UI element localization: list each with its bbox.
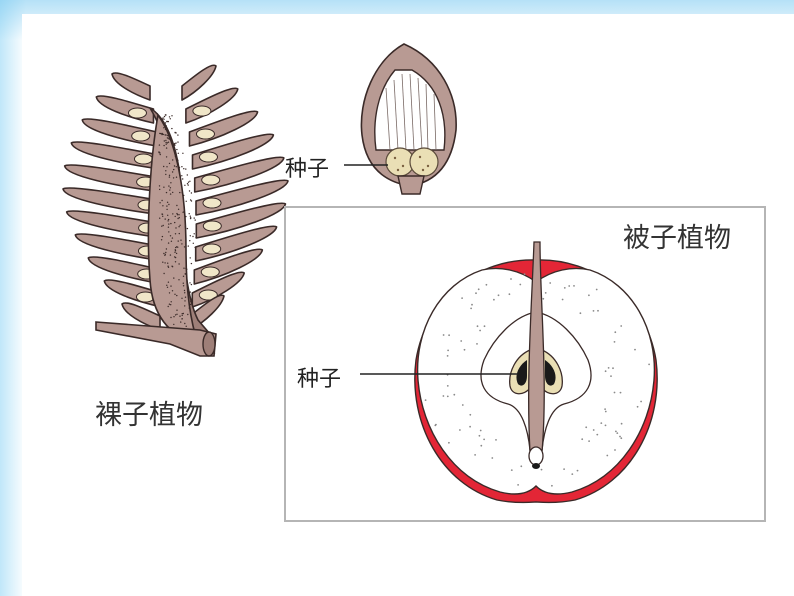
gymnosperm-label: 裸子植物 (95, 393, 203, 432)
angiosperm-label: 被子植物 (623, 216, 731, 255)
seed-apple-label: 种子 (297, 361, 341, 393)
